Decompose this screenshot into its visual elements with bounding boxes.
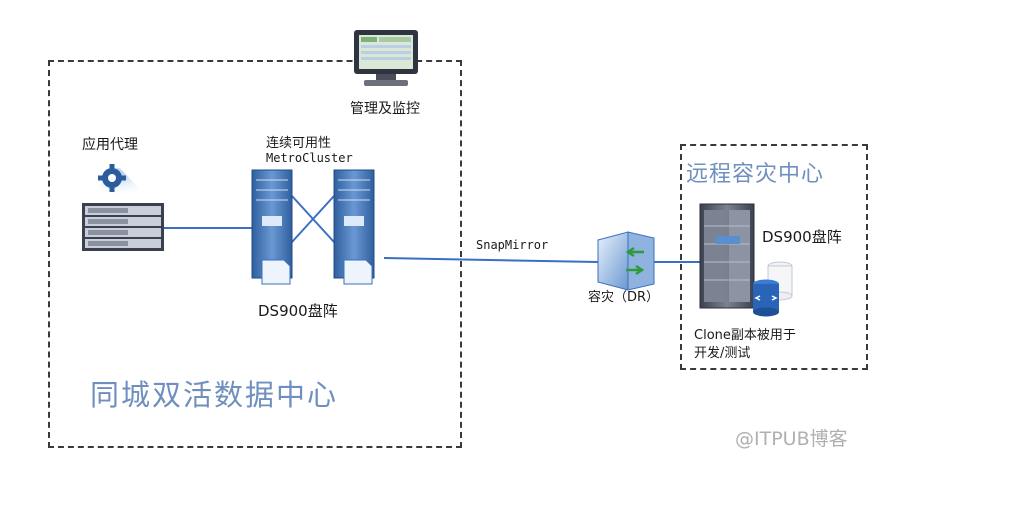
- continuity-en-label: MetroCluster: [266, 151, 353, 165]
- metro-dc-box: [48, 60, 462, 448]
- continuity-cn-label: 连续可用性: [266, 136, 332, 151]
- snapmirror-label: SnapMirror: [476, 238, 549, 252]
- storage-array-icon-left-b: [333, 169, 375, 285]
- metro-cross-line-b: [291, 195, 335, 243]
- rack-server-icon: [82, 203, 164, 251]
- clone-line1-label: Clone副本被用于: [694, 328, 796, 343]
- connection-lines: [163, 195, 700, 263]
- database-icon: [753, 261, 793, 317]
- metro-dc-title: 同城双活数据中心: [90, 378, 339, 412]
- monitor-icon: [354, 30, 418, 86]
- mgmt-label: 管理及监控: [350, 101, 420, 117]
- dr-label: 容灾（DR）: [588, 290, 660, 305]
- ds900-left-label: DS900盘阵: [258, 302, 338, 320]
- storage-array-icon-left-a: [251, 169, 293, 285]
- ds900-right-label: DS900盘阵: [762, 228, 842, 246]
- watermark: @ITPUB博客: [735, 428, 848, 450]
- router-icon: [597, 231, 655, 291]
- clone-line2-label: 开发/测试: [694, 346, 751, 361]
- remote-storage-icon: [699, 203, 755, 309]
- gear-icon: [98, 164, 126, 192]
- snapmirror-line: [383, 257, 599, 263]
- remote-dc-title: 远程容灾中心: [686, 162, 825, 187]
- app-proxy-label: 应用代理: [82, 137, 138, 153]
- remote-dc-box: [680, 144, 868, 370]
